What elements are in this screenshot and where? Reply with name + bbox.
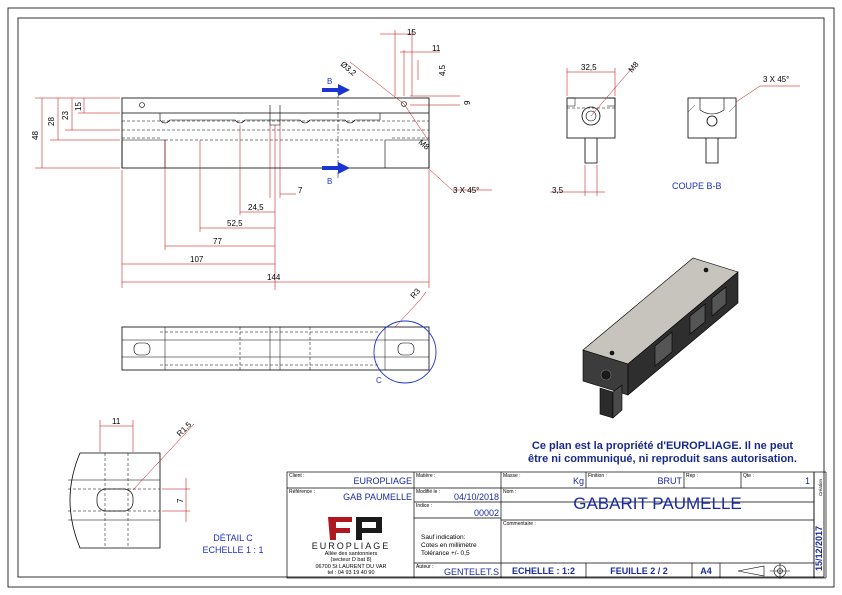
detail-c-dimensions	[99, 420, 195, 522]
notice-line-1: Ce plan est la propriété d'EUROPLIAGE. I…	[531, 440, 794, 452]
dim-11-detail: 11	[112, 417, 121, 426]
detail-c-label: DÉTAIL C ECHELLE 1 : 1	[188, 532, 278, 556]
creation-label: Création	[818, 478, 823, 496]
part-name: GABARIT PAUMELLE	[573, 494, 742, 513]
dim-52-5: 52,5	[227, 219, 243, 228]
dim-r3: R3	[409, 286, 423, 300]
client-value: EUROPLIAGE	[353, 476, 412, 486]
company-address: Allée des santonniers (secteur D bat 8) …	[290, 551, 412, 576]
dim-7-detail: 7	[176, 498, 185, 503]
modifie-value: 04/10/2018	[453, 492, 499, 502]
reference-label: Référence :	[289, 489, 315, 495]
dim-48: 48	[31, 131, 40, 140]
detail-c-title: DÉTAIL C	[213, 533, 253, 543]
dim-144: 144	[267, 273, 281, 282]
rep-label: Rep :	[686, 473, 698, 479]
detail-c-scale: ECHELLE 1 : 1	[202, 545, 264, 555]
address-line-4: tel : 04 93 19 40 90	[327, 569, 375, 576]
sauf-line-2: Cotes en millimètre	[421, 542, 477, 549]
dim-77: 77	[213, 237, 222, 246]
section-view	[687, 97, 737, 164]
dim-28: 28	[47, 117, 56, 126]
address-line-2: (secteur D bat 8)	[330, 557, 372, 564]
reference-value: GAB PAUMELLE	[343, 492, 412, 502]
detail-c-circle	[373, 291, 437, 384]
dim-23: 23	[61, 111, 70, 120]
dim-chamfer-section: 3 X 45°	[763, 75, 789, 84]
ownership-notice: Ce plan est la propriété d'EUROPLIAGE. I…	[500, 440, 825, 466]
section-arrows	[322, 84, 350, 178]
europliage-logo	[328, 517, 382, 540]
client-label: Client :	[289, 473, 305, 479]
dim-chamfer-front: 3 X 45°	[453, 186, 479, 195]
dim-24-5: 24,5	[248, 203, 264, 212]
auteur-value: GENTELET.S	[443, 567, 499, 577]
creation-date: 15/12/2017	[814, 526, 824, 571]
indice-value: 00002	[473, 508, 499, 518]
detail-marker: C	[376, 376, 382, 385]
section-view-label: COUPE B-B	[672, 181, 722, 191]
indice-label: Indice :	[416, 503, 433, 509]
address-line-1: Allée des santonniers	[324, 551, 378, 557]
logo-text: EUROPLIAGE	[311, 541, 391, 551]
top-view	[121, 326, 430, 371]
outer-frame	[7, 7, 835, 588]
dim-32-5: 32,5	[581, 63, 597, 72]
masse-label: Masse :	[503, 473, 521, 479]
dim-7: 7	[298, 186, 303, 195]
finition-value: BRUT	[657, 476, 683, 486]
dim-4-5: 4,5	[438, 64, 447, 76]
dim-15-left: 15	[74, 102, 83, 111]
nom-label: Nom :	[503, 489, 517, 495]
dim-9: 9	[463, 100, 472, 105]
sauf-line-3: Tolérance +/- 0,5	[421, 550, 470, 557]
inner-frame	[17, 17, 825, 578]
side-view	[566, 97, 616, 164]
sauf-line-1: Sauf indication:	[421, 534, 466, 541]
notice-line-2: être ni communiqué, ni reproduit sans au…	[528, 453, 797, 465]
echelle-value: ECHELLE : 1:2	[511, 566, 575, 576]
section-view-dimensions	[735, 85, 800, 103]
qte-label: Qte :	[743, 473, 754, 479]
qte-value: 1	[804, 476, 810, 486]
masse-value: Kg	[572, 476, 584, 486]
dim-15-top: 15	[407, 28, 416, 37]
format-value: A4	[700, 566, 712, 576]
auteur-label: Auteur :	[416, 564, 434, 570]
modifie-label: Modifié le :	[416, 489, 441, 495]
dim-3-5: 3,5	[552, 186, 564, 195]
feuille-value: FEUILLE 2 / 2	[610, 566, 668, 576]
front-view	[121, 97, 430, 169]
address-line-3: 06700 St LAURENT DU VAR	[315, 563, 387, 570]
sauf-indication: Sauf indication: Cotes en millimètre Tol…	[421, 534, 477, 558]
dim-r1-5: R1,5	[175, 420, 194, 439]
title-block-grid	[286, 471, 827, 579]
dim-107: 107	[190, 255, 204, 264]
commentaire-label: Commentaire :	[503, 521, 536, 527]
projection-symbol-icon	[737, 563, 790, 579]
side-view-dimensions	[550, 67, 633, 196]
section-marker-top: B	[327, 77, 332, 86]
dim-phi-3-2: Ø3,2	[339, 60, 358, 78]
matiere-label: Matière :	[416, 473, 436, 479]
finition-label: Finition :	[588, 473, 607, 479]
dim-11-top: 11	[432, 44, 441, 53]
isometric-view	[582, 257, 739, 419]
section-marker-bottom: B	[327, 177, 332, 186]
front-view-dimensions	[35, 30, 492, 290]
detail-c-view	[68, 452, 161, 549]
